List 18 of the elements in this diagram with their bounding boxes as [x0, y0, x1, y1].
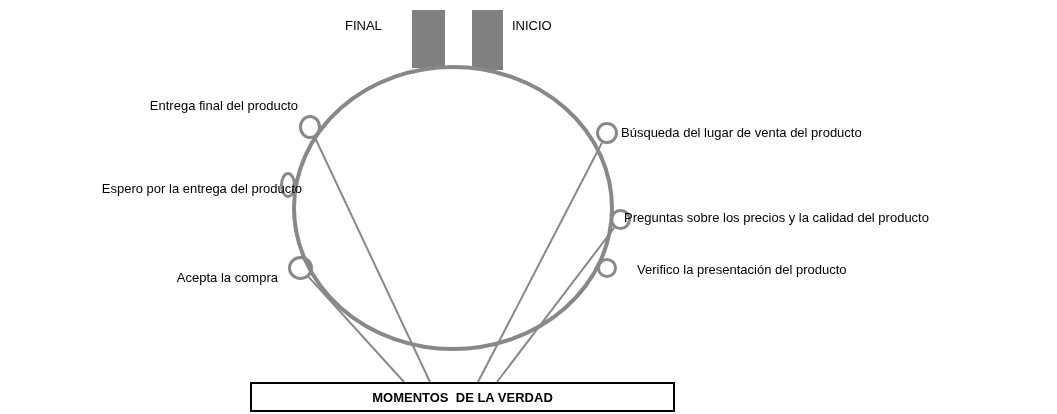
- leader-line: [496, 226, 616, 383]
- step-label: Acepta la compra: [176, 270, 278, 286]
- marker-bar: [412, 10, 445, 68]
- leader-line: [307, 275, 405, 383]
- bar-label: FINAL: [345, 18, 382, 34]
- step-label: Preguntas sobre los precios y la calidad del producto: [624, 210, 929, 226]
- bar-label: INICIO: [512, 18, 552, 34]
- touchpoint-circle: [596, 122, 618, 144]
- step-label: Entrega final del producto: [149, 98, 298, 114]
- step-label: Verifico la presentación del producto: [637, 262, 847, 278]
- touchpoint-circle: [288, 256, 313, 280]
- step-label: Búsqueda del lugar de venta del producto: [621, 125, 862, 141]
- marker-bar: [472, 10, 503, 70]
- touchpoint-circle: [597, 258, 617, 278]
- step-label: Espero por la entrega del producto: [101, 181, 302, 197]
- leader-line: [477, 141, 603, 383]
- touchpoint-circle: [299, 115, 321, 139]
- heading-box: MOMENTOS DE LA VERDAD: [250, 382, 675, 412]
